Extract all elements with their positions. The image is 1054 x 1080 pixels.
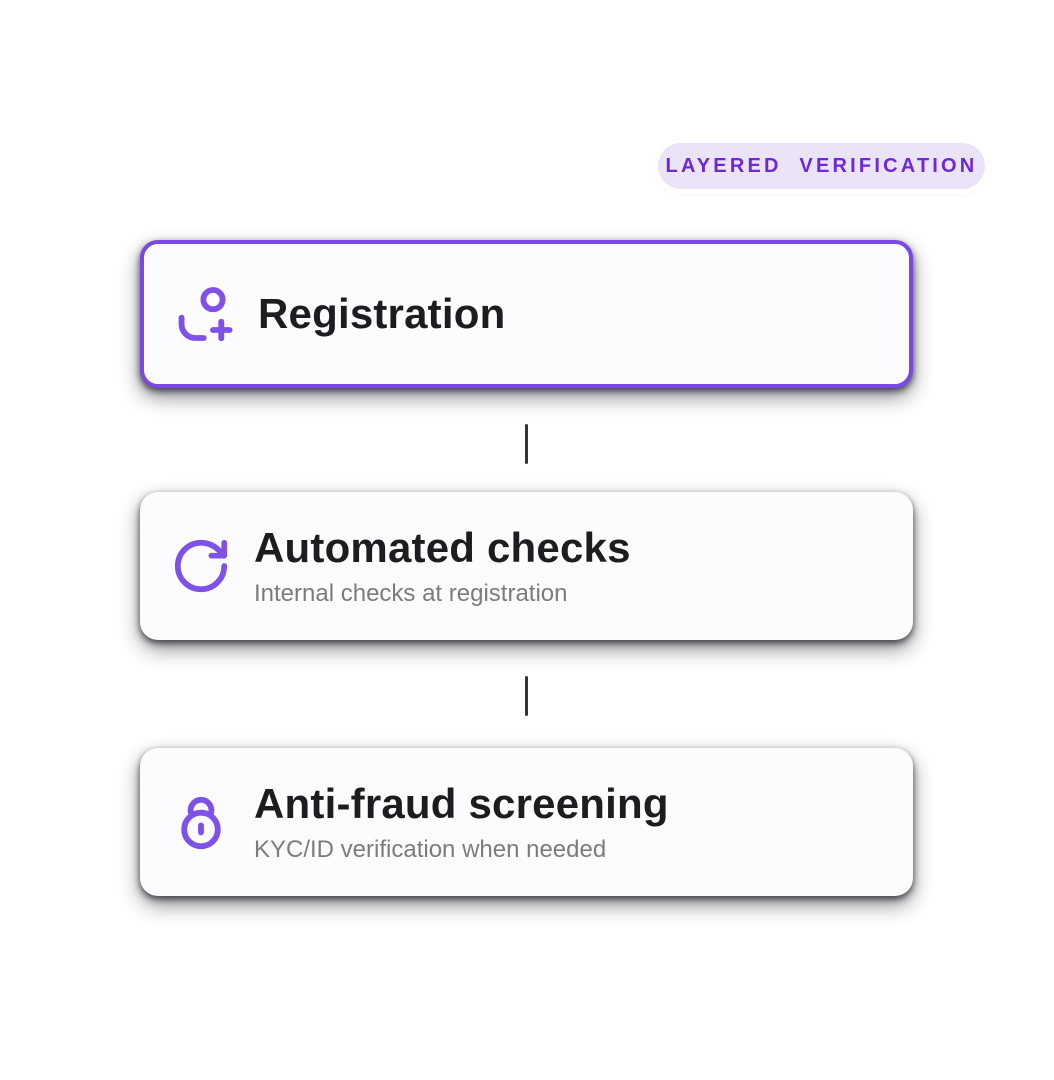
badge-label: LAYERED VERIFICATION <box>665 154 978 177</box>
step-text: Anti-fraud screening KYC/ID verification… <box>254 779 669 864</box>
step-title: Automated checks <box>254 524 631 572</box>
flow-connector-line <box>525 424 528 464</box>
step-card-anti-fraud: Anti-fraud screening KYC/ID verification… <box>140 748 913 896</box>
step-card-registration: Registration <box>140 240 913 388</box>
step-subtitle: KYC/ID verification when needed <box>254 835 607 863</box>
lock-icon <box>168 789 234 855</box>
step-subtitle: Internal checks at registration <box>254 579 568 607</box>
step-text: Automated checks Internal checks at regi… <box>254 523 631 608</box>
user-plus-icon <box>172 281 238 347</box>
rotate-cw-icon <box>168 533 234 599</box>
step-title: Anti-fraud screening <box>254 780 669 828</box>
flow-connector-line <box>525 676 528 716</box>
step-card-automated-checks: Automated checks Internal checks at regi… <box>140 492 913 640</box>
layered-verification-badge: LAYERED VERIFICATION <box>658 143 985 189</box>
step-text: Registration <box>258 289 505 339</box>
step-title: Registration <box>258 290 506 338</box>
